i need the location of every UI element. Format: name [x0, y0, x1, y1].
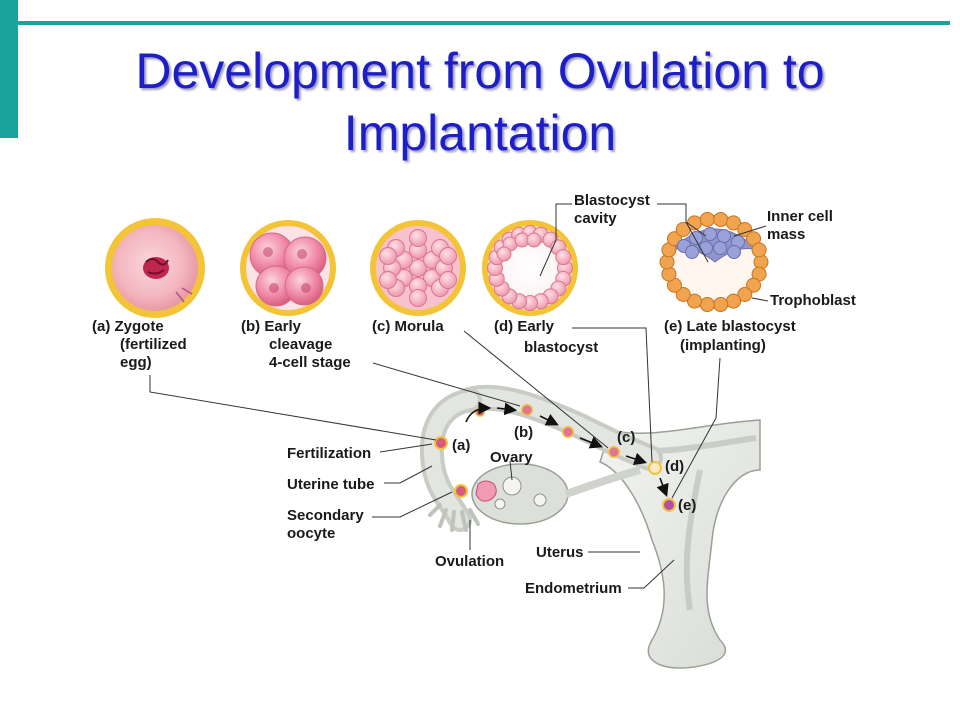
title-line-2: Implantation — [343, 105, 617, 161]
trophoblast-cell — [555, 249, 572, 266]
inner-cell-mass-cell — [717, 229, 731, 243]
inner-cell-mass-label-2: mass — [767, 226, 805, 243]
stage-b-label-3: 4-cell stage — [269, 354, 351, 371]
inner-cell-mass-cell — [699, 241, 713, 255]
path-marker-a: (a) — [452, 437, 470, 454]
stage-d-label-1: (d) Early — [494, 318, 555, 335]
trophoblast-cell — [675, 286, 691, 302]
trophoblast-cell — [726, 215, 742, 231]
inner-cell — [496, 246, 512, 262]
inner-cell-mass-label-1: Inner cell — [767, 208, 833, 225]
path-marker-d: (d) — [665, 458, 684, 475]
blastocyst-cavity-label-2: cavity — [574, 210, 617, 227]
fertilization-label: Fertilization — [287, 445, 371, 462]
stage-b-label-2: cleavage — [269, 336, 332, 353]
morula-cell — [409, 289, 427, 307]
slide-title: Development from Ovulation to Implantati… — [60, 40, 900, 164]
endometrium-label: Endometrium — [525, 580, 622, 597]
ovary-label: Ovary — [490, 449, 533, 466]
trophoblast-cell — [699, 297, 715, 313]
trophoblast-cell — [737, 222, 753, 238]
inner-cell — [526, 232, 542, 248]
morula-cell — [409, 229, 427, 247]
secondary-oocyte-label-1: Secondary — [287, 507, 364, 524]
stage-e-label-1: (e) Late blastocyst — [664, 318, 796, 335]
trophoblast-cell — [699, 211, 715, 227]
blastocyst-cavity-leader-2 — [685, 221, 709, 263]
trophoblast-cell — [751, 242, 767, 258]
accent-line — [18, 21, 950, 25]
blastocyst-cavity-label-1: Blastocyst — [574, 192, 650, 209]
path-marker-b: (b) — [514, 424, 533, 441]
inner-cell-mass-cell — [689, 231, 703, 245]
inner-cell-mass-cell — [727, 245, 741, 259]
ovulation-label: Ovulation — [435, 553, 504, 570]
stage-e-label-2: (implanting) — [680, 337, 766, 354]
trophoblast-cell — [737, 286, 753, 302]
inner-cell-mass-cell — [713, 241, 727, 255]
stage-b-label-1: (b) Early — [241, 318, 302, 335]
blastocyst-cavity-leader — [539, 203, 572, 277]
movement-arrows — [465, 401, 669, 497]
inner-cell-mass-leader-1 — [657, 203, 707, 237]
trophoblast-cell — [666, 231, 682, 247]
inner-cell-mass-cell — [685, 245, 699, 259]
path-marker-c: (c) — [617, 429, 635, 446]
uterus-shape — [599, 419, 761, 669]
stage-leader-lines — [149, 327, 721, 499]
trophoblast-leader — [751, 297, 769, 302]
trophoblast-cell — [713, 297, 729, 313]
trophoblast-cell — [713, 211, 729, 227]
trophoblast-label: Trophoblast — [770, 292, 856, 309]
inner-cell-mass-leader-2 — [733, 225, 767, 237]
morula-cell — [439, 247, 457, 265]
late-blastocyst-illustration — [659, 211, 769, 313]
anatomy-leader-lines — [372, 443, 675, 589]
inner-cell-mass-cell — [703, 227, 717, 241]
stage-c-label-1: (c) Morula — [372, 318, 444, 335]
trophoblast-cell — [726, 293, 742, 309]
title-line-1: Development from Ovulation to — [135, 43, 825, 99]
path-marker-e: (e) — [678, 497, 696, 514]
stage-a-label-2: (fertilized — [120, 336, 187, 353]
uterus-label: Uterus — [536, 544, 584, 561]
accent-bar — [0, 0, 18, 138]
stage-d-label-2: blastocyst — [524, 339, 598, 356]
trophoblast-cell — [746, 277, 762, 293]
early-blastocyst-illustration — [482, 220, 578, 316]
morula-cell — [409, 259, 427, 277]
morula-illustration — [370, 220, 466, 316]
zygote-illustration — [105, 218, 205, 318]
stage-a-label-1: (a) Zygote — [92, 318, 164, 335]
stage-a-label-3: egg) — [120, 354, 152, 371]
early-cleavage-illustration — [240, 220, 336, 316]
trophoblast-cell — [686, 293, 702, 309]
morula-cell — [379, 247, 397, 265]
secondary-oocyte-label-2: oocyte — [287, 525, 335, 542]
reproductive-tract — [419, 384, 761, 669]
morula-cell — [379, 271, 397, 289]
morula-cell — [439, 271, 457, 289]
uterine-tube-label: Uterine tube — [287, 476, 375, 493]
